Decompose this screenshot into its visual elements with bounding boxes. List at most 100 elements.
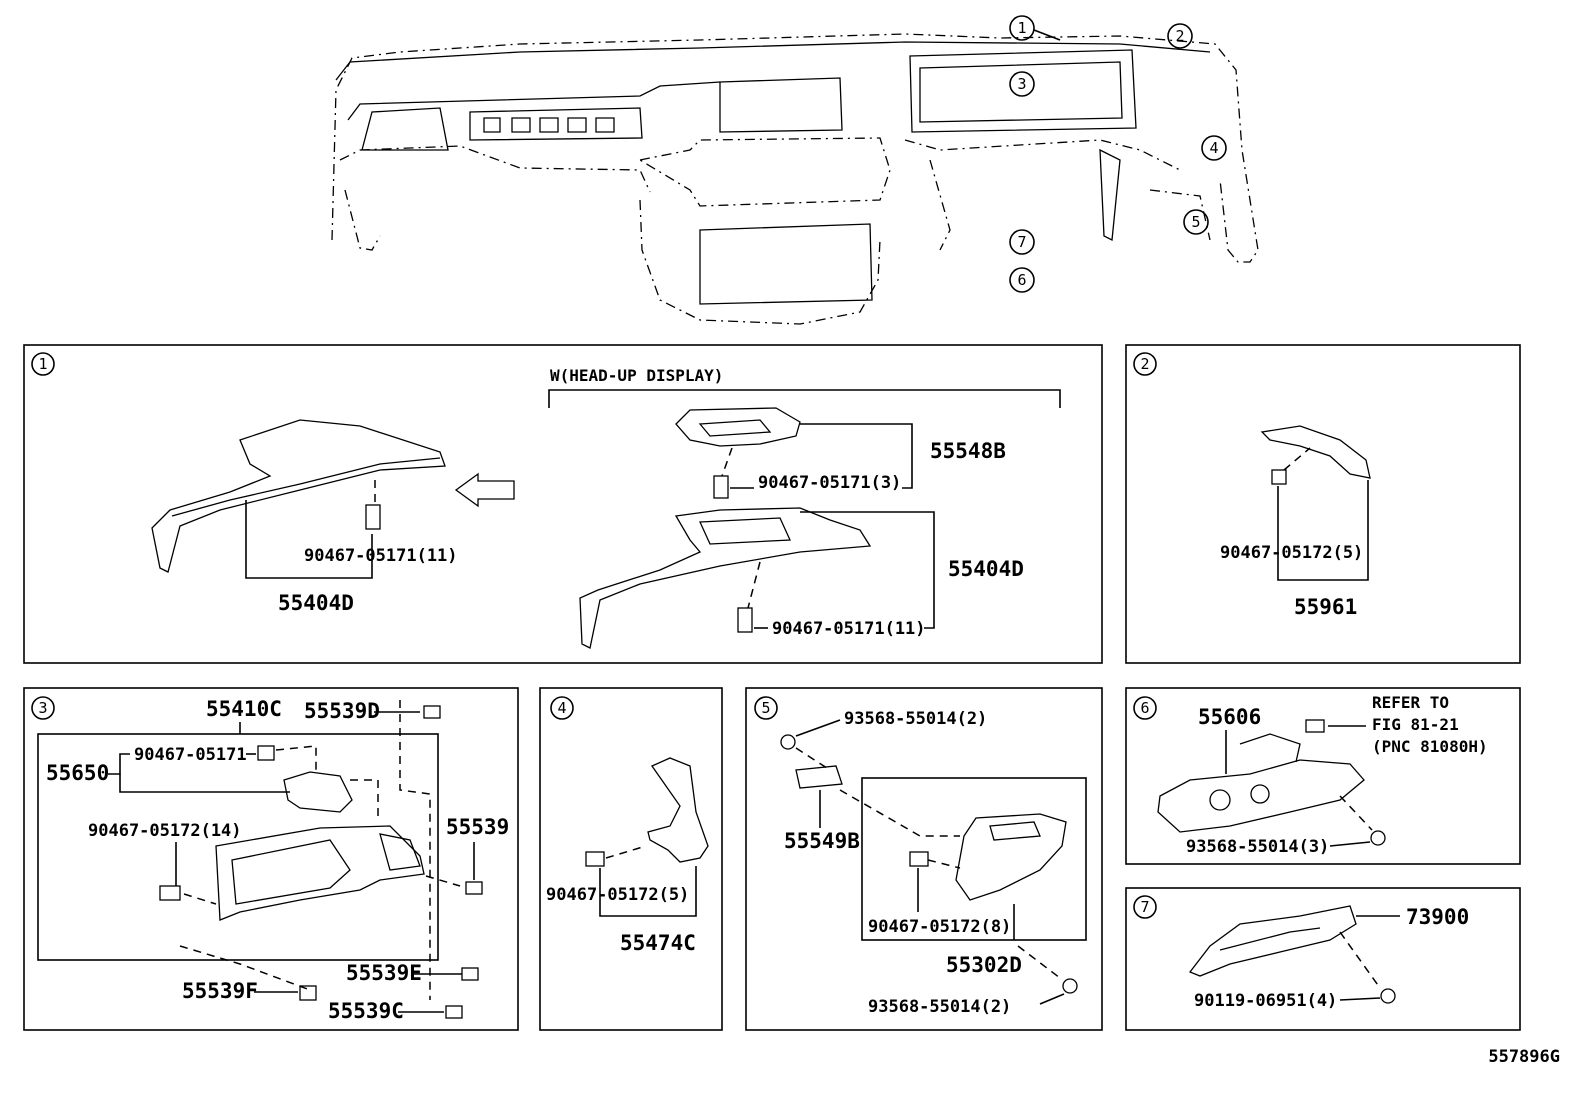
label-panel: 55410C bbox=[206, 697, 282, 721]
label-left-clip: 90467-05171(11) bbox=[304, 546, 458, 566]
panel-1-frame bbox=[23, 344, 1103, 664]
dashboard-callout-4: 4 bbox=[1201, 135, 1227, 161]
panel-index: 4 bbox=[557, 699, 566, 717]
screw-icon bbox=[1062, 978, 1078, 994]
panel-3: 3 55410C 55539D 90467-05171 55650 90467-… bbox=[23, 687, 519, 1031]
panel-4: 4 90467-05172(5) 55474C bbox=[539, 687, 723, 1031]
panel-2-frame bbox=[1125, 344, 1521, 664]
label-bolt: 90119-06951(4) bbox=[1194, 991, 1337, 1011]
figure-id: 557896G bbox=[1488, 1047, 1560, 1067]
variant-note: W(HEAD-UP DISPLAY) bbox=[550, 366, 723, 385]
label-part: 73900 bbox=[1406, 905, 1469, 929]
panel-index: 2 bbox=[1140, 355, 1149, 373]
connector-icon bbox=[1305, 719, 1325, 733]
dashboard-callout-2: 2 bbox=[1167, 23, 1193, 49]
dashboard-callout-5: 5 bbox=[1183, 209, 1209, 235]
label-vent: 55650 bbox=[46, 761, 109, 785]
trim-cover bbox=[1260, 425, 1371, 479]
vent-icon bbox=[283, 771, 353, 813]
arrow-icon bbox=[454, 472, 515, 508]
label-plug-e: 55539E bbox=[346, 961, 422, 985]
label-hud-cover: 55548B bbox=[930, 439, 1006, 463]
label-part: 55606 bbox=[1198, 705, 1261, 729]
label-clip: 90467-05172(5) bbox=[546, 885, 689, 905]
dashboard-callout-3: 3 bbox=[1009, 71, 1035, 97]
plug-icon bbox=[423, 705, 441, 719]
clip-icon bbox=[365, 504, 381, 530]
clip-icon bbox=[1271, 469, 1287, 485]
callout-number: 1 bbox=[1017, 19, 1026, 37]
panel-index: 7 bbox=[1140, 898, 1149, 916]
label-part: 55474C bbox=[620, 931, 696, 955]
label-clip-b: 90467-05172(14) bbox=[88, 821, 242, 841]
label-bracket: 55549B bbox=[784, 829, 860, 853]
plug-icon bbox=[445, 1005, 463, 1019]
panel-7-frame bbox=[1125, 887, 1521, 1031]
glove-box-panel bbox=[955, 813, 1067, 901]
clip-icon bbox=[257, 745, 275, 761]
panel-3-subframe bbox=[37, 733, 439, 961]
label-part: 55961 bbox=[1294, 595, 1357, 619]
side-trim bbox=[647, 757, 709, 863]
label-clip: 90467-05172(5) bbox=[1220, 543, 1363, 563]
bracket bbox=[795, 765, 843, 789]
clip-icon bbox=[159, 885, 181, 901]
label-plug: 55539 bbox=[446, 815, 509, 839]
panel-6-frame bbox=[1125, 687, 1521, 865]
plug-icon bbox=[299, 985, 317, 1001]
panel-5-subframe bbox=[861, 777, 1087, 941]
label-clip-a: 90467-05171 bbox=[134, 745, 247, 765]
label-screw: 93568-55014(3) bbox=[1186, 837, 1329, 857]
panel-5-frame bbox=[745, 687, 1103, 1031]
panel-2: 2 90467-05172(5) 55961 bbox=[1125, 344, 1521, 664]
label-right-part: 55404D bbox=[948, 557, 1024, 581]
panel-1: 1 90467-05171(11) 55404D W(HEAD-UP DISPL… bbox=[23, 344, 1103, 664]
clip-icon bbox=[585, 851, 605, 867]
dashboard-callout-1: 1 bbox=[1009, 15, 1061, 41]
refer-line-3: (PNC 81080H) bbox=[1372, 737, 1488, 756]
label-hud-clip: 90467-05171(3) bbox=[758, 473, 901, 493]
callout-number: 6 bbox=[1017, 271, 1026, 289]
label-plug-d: 55539D bbox=[304, 699, 380, 723]
label-clip: 90467-05172(8) bbox=[868, 917, 1011, 937]
refer-line-1: REFER TO bbox=[1372, 693, 1449, 712]
panel-index: 3 bbox=[38, 699, 47, 717]
screw-icon bbox=[780, 734, 796, 750]
bolt-icon bbox=[1380, 988, 1396, 1004]
clip-icon bbox=[713, 475, 729, 499]
screw-icon bbox=[1370, 830, 1386, 846]
callout-number: 3 bbox=[1017, 75, 1026, 93]
clip-icon bbox=[737, 607, 753, 633]
plug-icon bbox=[465, 881, 483, 895]
label-right-clip: 90467-05171(11) bbox=[772, 619, 926, 639]
plug-icon bbox=[461, 967, 479, 981]
callout-number: 7 bbox=[1017, 233, 1026, 251]
panel-index: 1 bbox=[38, 355, 47, 373]
cluster-panel bbox=[215, 825, 425, 921]
console-bracket bbox=[1157, 759, 1365, 833]
hud-cover bbox=[675, 407, 801, 447]
dashboard-callout-6: 6 bbox=[1009, 267, 1035, 293]
panel-7: 7 73900 90119-06951(4) bbox=[1125, 887, 1521, 1031]
dashboard-overview bbox=[331, 33, 1259, 325]
panel-3-frame bbox=[23, 687, 519, 1031]
label-part: 55302D bbox=[946, 953, 1022, 977]
bracket-73900 bbox=[1188, 905, 1357, 977]
label-screw-top: 93568-55014(2) bbox=[844, 709, 987, 729]
label-plug-c: 55539C bbox=[328, 999, 404, 1023]
dash-top-panel-hud bbox=[579, 507, 872, 649]
refer-line-2: FIG 81-21 bbox=[1372, 715, 1459, 734]
label-left-part: 55404D bbox=[278, 591, 354, 615]
callout-number: 2 bbox=[1175, 27, 1184, 45]
label-plug-f: 55539F bbox=[182, 979, 258, 1003]
callout-number: 5 bbox=[1191, 213, 1200, 231]
panel-index: 6 bbox=[1140, 699, 1149, 717]
panel-index: 5 bbox=[761, 699, 770, 717]
panel-5: 5 93568-55014(2) 55549B 90467-05172(8) 5… bbox=[745, 687, 1103, 1031]
dashboard-callout-7: 7 bbox=[1009, 229, 1035, 255]
panel-6: 6 55606 REFER TO FIG 81-21 (PNC 81080H) … bbox=[1125, 687, 1521, 865]
label-screw-bottom: 93568-55014(2) bbox=[868, 997, 1011, 1017]
dash-top-panel-left bbox=[151, 419, 446, 573]
panel-4-frame bbox=[539, 687, 723, 1031]
